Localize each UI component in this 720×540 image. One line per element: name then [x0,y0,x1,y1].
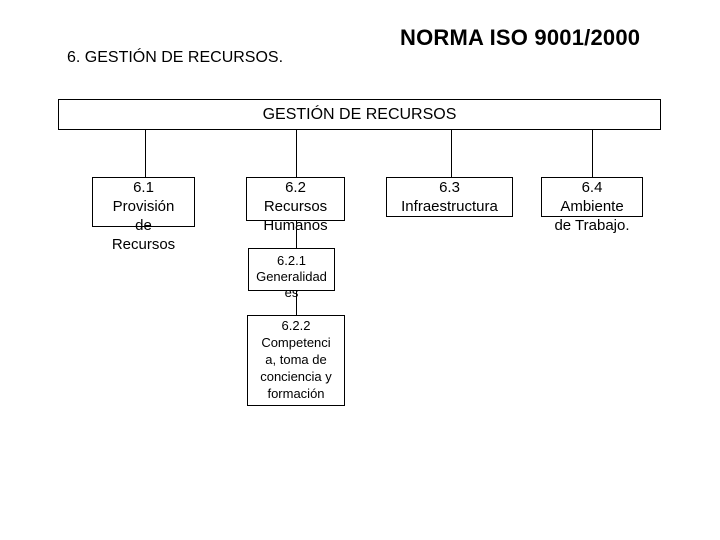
node-6-1-label: 6.1 Provisión de Recursos [111,179,176,253]
node-6-2: 6.2 Recursos Humanos [246,177,345,234]
node-6-4-label: 6.4 Ambiente de Trabajo. [554,179,630,234]
main-title: NORMA ISO 9001/2000 [400,25,641,50]
node-6-2-label: 6.2 Recursos Humanos [263,179,328,234]
node-6-2-1: 6.2.1 Generalidad es [248,248,335,300]
node-6-4: 6.4 Ambiente de Trabajo. [541,177,643,234]
connector-6-3 [451,130,452,177]
node-6-2-2-label: 6.2.2 Competenci a, toma de conciencia y… [260,318,332,401]
connector-6-2 [296,130,297,177]
root-node: GESTIÓN DE RECURSOS [58,99,661,130]
node-6-3-label: 6.3 Infraestructura [401,179,498,215]
connector-6-1 [145,130,146,177]
node-6-1: 6.1 Provisión de Recursos [92,177,195,253]
node-6-3: 6.3 Infraestructura [386,177,513,217]
connector-6-4 [592,130,593,177]
node-6-2-2: 6.2.2 Competenci a, toma de conciencia y… [247,315,345,406]
section-title: 6. GESTIÓN DE RECURSOS. [67,49,284,66]
connector-6-2-to-6-2-1 [296,221,297,248]
connector-6-2-1-to-6-2-2 [296,287,297,315]
node-6-2-1-label: 6.2.1 Generalidad es [256,253,327,300]
